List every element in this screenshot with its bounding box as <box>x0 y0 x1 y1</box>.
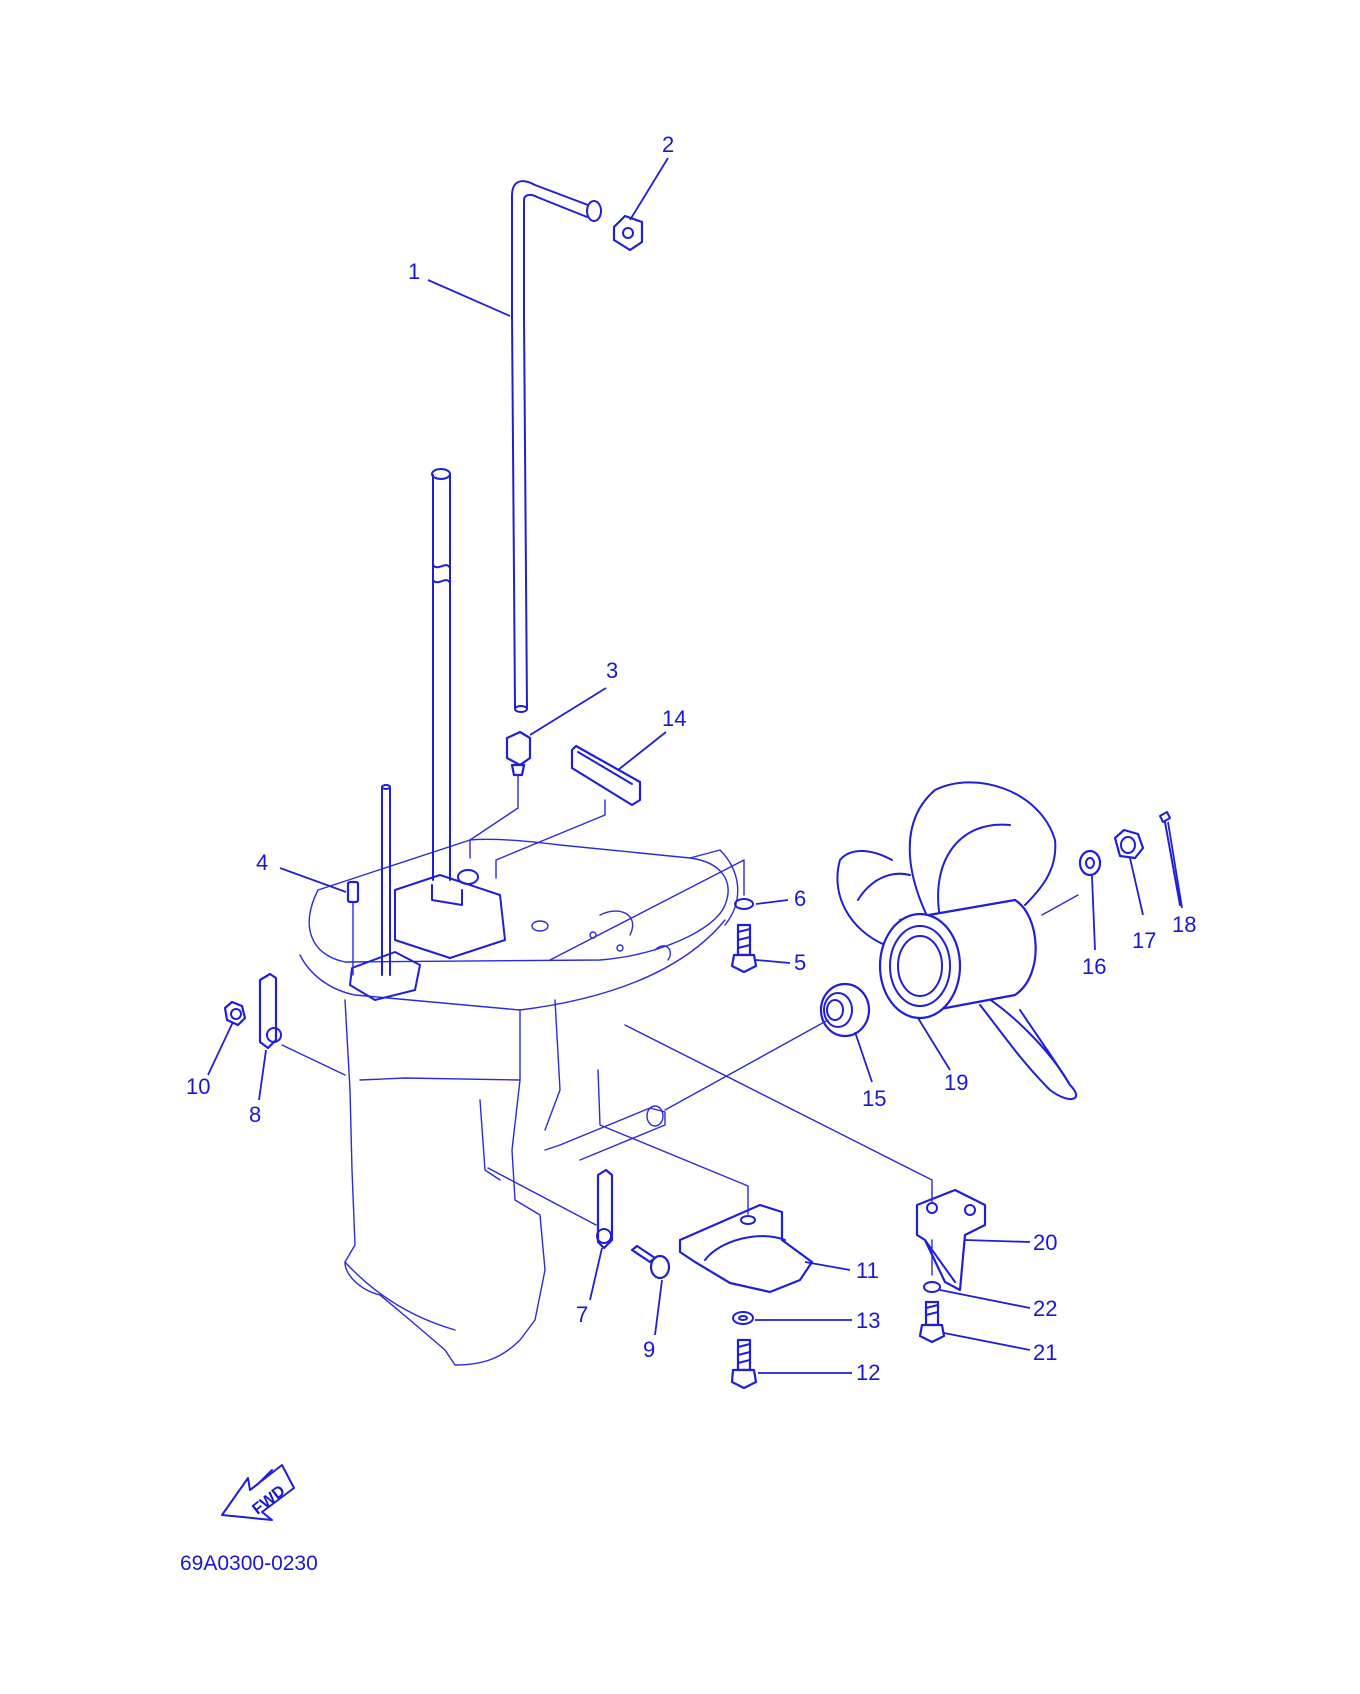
washer-13 <box>732 1311 754 1325</box>
bolt-21 <box>918 1300 946 1344</box>
callout-18: 18 <box>1172 912 1196 937</box>
callout-6: 6 <box>794 886 806 911</box>
seal-grommet <box>469 730 532 859</box>
fwd-arrow-icon: FWD <box>221 1464 295 1521</box>
callout-10: 10 <box>186 1074 210 1099</box>
thrust-washer-15 <box>664 982 871 1111</box>
grommet <box>612 214 644 252</box>
trim-tab-20 <box>624 1024 987 1292</box>
anode-11 <box>597 1069 814 1294</box>
screw-9 <box>630 1244 671 1280</box>
cotter-pin-18 <box>1159 811 1181 906</box>
callout-labels: 1 2 3 4 5 6 7 8 9 10 11 12 13 14 15 16 1… <box>186 132 1196 1385</box>
washer-16 <box>1078 849 1102 877</box>
bracket-8 <box>258 972 346 1076</box>
callout-1: 1 <box>408 259 420 284</box>
propeller-19 <box>836 781 1079 1100</box>
dowel-pin <box>346 880 360 976</box>
callout-14: 14 <box>662 706 686 731</box>
callout-16: 16 <box>1082 954 1106 979</box>
bolt-12 <box>730 1338 758 1390</box>
nut-17 <box>1113 828 1145 860</box>
bolt-5-washer-6 <box>549 859 758 974</box>
callout-19: 19 <box>944 1070 968 1095</box>
callout-3: 3 <box>606 658 618 683</box>
callout-17: 17 <box>1132 928 1156 953</box>
callout-7: 7 <box>576 1302 588 1327</box>
callout-5: 5 <box>794 950 806 975</box>
callout-12: 12 <box>856 1360 880 1385</box>
clamp-7 <box>487 1167 614 1250</box>
callout-15: 15 <box>862 1086 886 1111</box>
callout-21: 21 <box>1033 1340 1057 1365</box>
callout-2: 2 <box>662 132 674 157</box>
callout-9: 9 <box>643 1337 655 1362</box>
drawing-code: 69A0300-0230 <box>180 1552 318 1575</box>
drive-shaft <box>431 468 451 881</box>
callout-22: 22 <box>1033 1296 1057 1321</box>
nut-10 <box>223 1000 247 1027</box>
water-pump-housing <box>349 869 506 1001</box>
callout-4: 4 <box>256 850 268 875</box>
callout-11: 11 <box>856 1258 879 1283</box>
fwd-label: FWD <box>249 1482 288 1518</box>
callout-13: 13 <box>856 1308 880 1333</box>
lower-casing <box>299 838 739 1366</box>
rubber-seal <box>495 744 642 879</box>
shift-rod <box>381 784 391 976</box>
washer-22 <box>923 1281 941 1293</box>
water-tube <box>511 180 602 713</box>
leader-lines <box>207 157 1183 1374</box>
callout-8: 8 <box>249 1102 261 1127</box>
callout-20: 20 <box>1033 1230 1057 1255</box>
